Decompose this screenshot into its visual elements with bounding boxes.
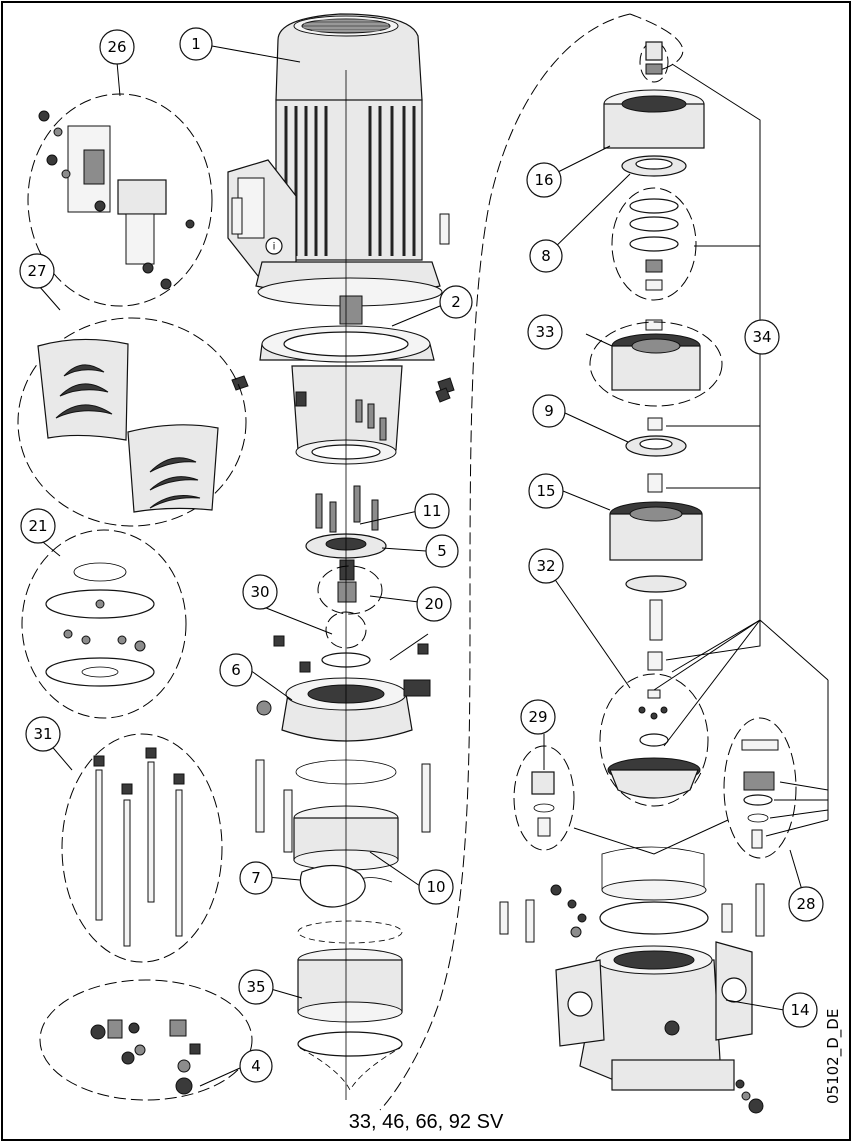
group-4-outline: [39, 979, 253, 1101]
svg-text:8: 8: [541, 247, 551, 265]
svg-text:6: 6: [231, 661, 241, 679]
group-27-parts: [37, 338, 219, 513]
callout-6: 6: [219, 653, 253, 687]
callout-26: 26: [99, 29, 135, 65]
callout-10: 10: [418, 869, 454, 905]
svg-text:33: 33: [535, 323, 554, 341]
callout-16: 16: [526, 162, 562, 198]
svg-text:11: 11: [422, 502, 441, 520]
seal-housing-flange: [305, 485, 387, 603]
svg-text:1: 1: [191, 35, 201, 53]
group-30-outline: [325, 611, 367, 649]
callout-20: 20: [416, 586, 452, 622]
gasket-7: [299, 864, 366, 908]
callout-4: 4: [239, 1049, 273, 1083]
group-4-parts: [90, 1019, 201, 1095]
callout-34: 34: [744, 319, 780, 355]
svg-text:i: i: [273, 242, 276, 253]
pump-head: [256, 635, 431, 742]
group-21-parts: [45, 562, 155, 687]
svg-text:4: 4: [251, 1057, 261, 1075]
callout-2: 2: [439, 285, 473, 319]
svg-text:30: 30: [250, 583, 269, 601]
svg-text:28: 28: [796, 895, 815, 913]
callout-35: 35: [238, 969, 274, 1005]
svg-text:26: 26: [107, 38, 126, 56]
lantern-bracket: [231, 325, 455, 465]
callout-11: 11: [414, 493, 450, 529]
model-label: 33, 46, 66, 92 SV: [349, 1111, 504, 1133]
svg-text:7: 7: [251, 869, 261, 887]
pump-base: [499, 846, 765, 1114]
assembly-boundary: [379, 13, 631, 1111]
hydraulic-stack: [513, 41, 797, 859]
callout-31: 31: [25, 716, 61, 752]
svg-text:14: 14: [790, 1001, 809, 1019]
callout-7: 7: [239, 861, 273, 895]
callouts: 1 2 4 5 6 7 8 9 10 11 14 15 16 20 21 26 …: [19, 27, 824, 1083]
group-26-parts: [38, 110, 195, 290]
callout-28: 28: [788, 886, 824, 922]
svg-text:20: 20: [424, 595, 443, 613]
svg-text:9: 9: [544, 402, 554, 420]
callout-15: 15: [528, 473, 564, 509]
svg-text:15: 15: [536, 482, 555, 500]
callout-21: 21: [20, 508, 56, 544]
svg-text:10: 10: [426, 878, 445, 896]
svg-text:35: 35: [246, 978, 265, 996]
svg-text:29: 29: [528, 708, 547, 726]
svg-text:32: 32: [536, 557, 555, 575]
callout-1: 1: [179, 27, 213, 61]
group-31-outline: [61, 733, 223, 963]
callout-9: 9: [532, 394, 566, 428]
callout-33: 33: [527, 314, 563, 350]
callout-30: 30: [242, 574, 278, 610]
tie-rods-center: [255, 759, 431, 853]
group-21-outline: [21, 529, 187, 719]
document-id: 05102_D_DE: [824, 1009, 843, 1104]
svg-text:16: 16: [534, 171, 553, 189]
group-27-outline: [17, 317, 247, 527]
ring-stack-35: [297, 920, 403, 1091]
group-20-outline: [317, 565, 383, 615]
svg-text:31: 31: [33, 725, 52, 743]
group-31-parts: [93, 747, 185, 947]
callout-29: 29: [520, 699, 556, 735]
motor-assembly: i: [227, 13, 450, 325]
callout-32: 32: [528, 548, 564, 584]
svg-text:34: 34: [752, 328, 771, 346]
svg-text:5: 5: [437, 542, 447, 560]
callout-5: 5: [425, 534, 459, 568]
callout-14: 14: [782, 992, 818, 1028]
callout-27: 27: [19, 253, 55, 289]
upper-boundary: [629, 13, 684, 71]
svg-text:27: 27: [27, 262, 46, 280]
callout-8: 8: [529, 239, 563, 273]
svg-text:21: 21: [28, 517, 47, 535]
svg-text:2: 2: [451, 293, 461, 311]
